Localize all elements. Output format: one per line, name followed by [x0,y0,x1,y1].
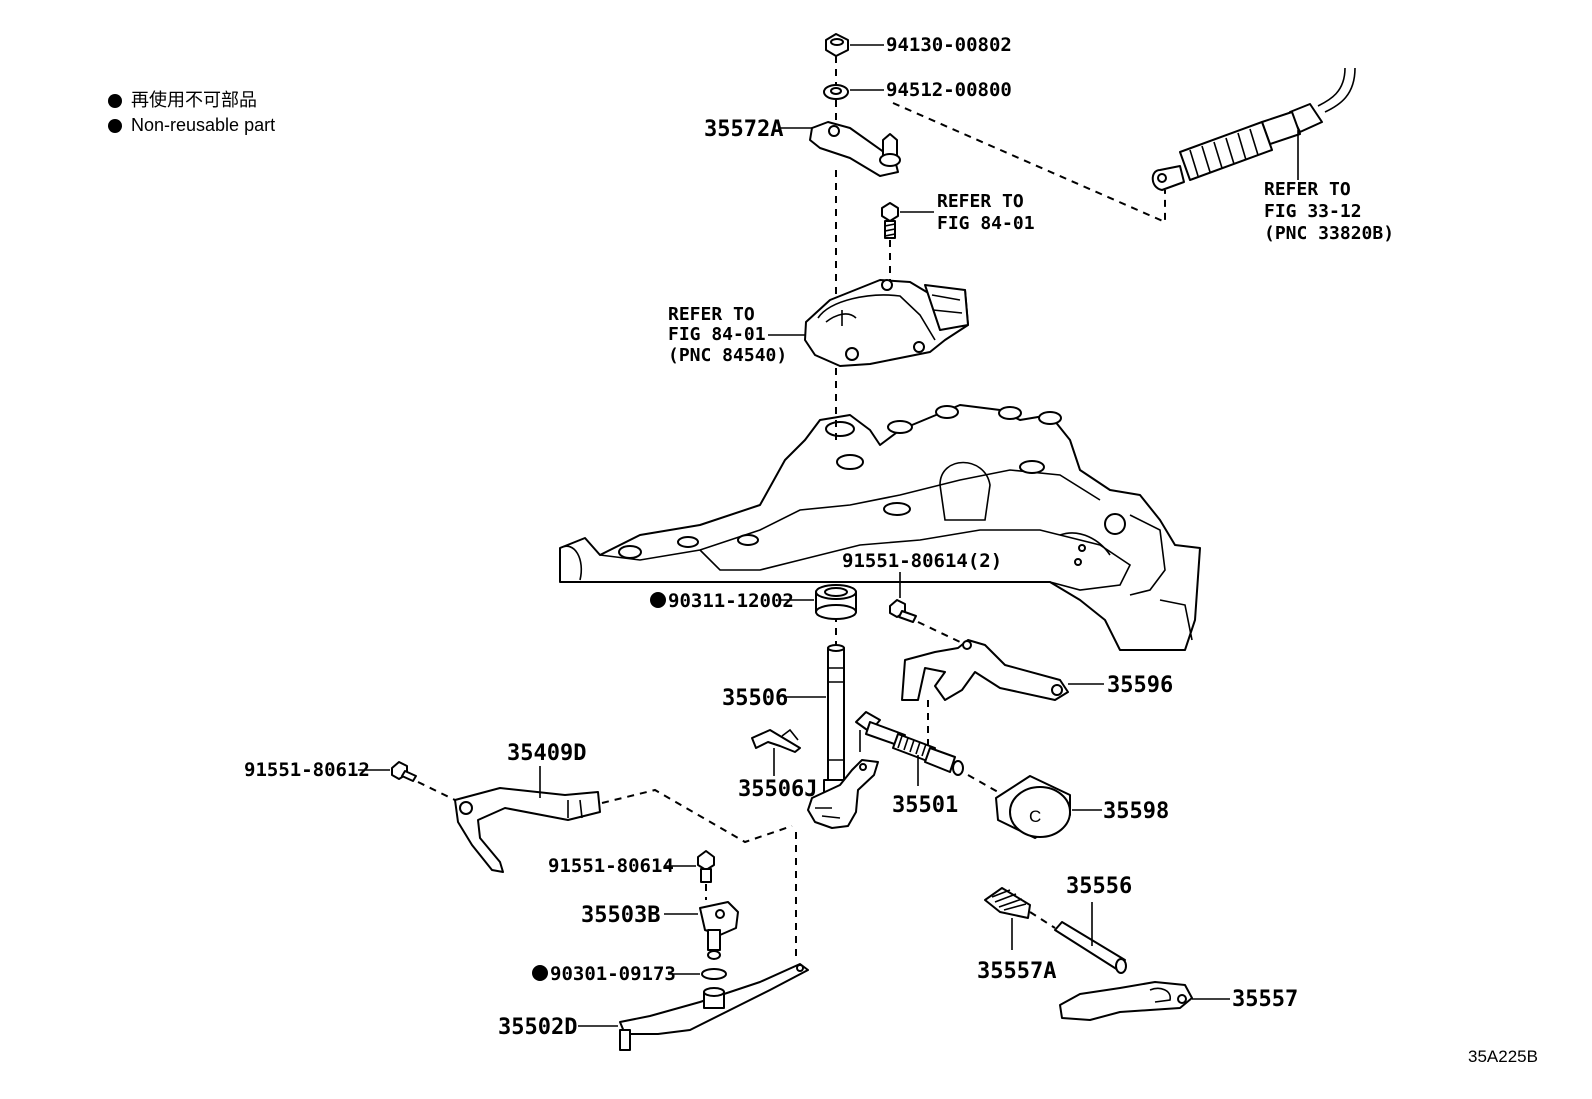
lever-35409d[interactable] [454,787,601,873]
part-label-35557a[interactable]: 35557A [977,959,1056,984]
bracket-35596[interactable] [901,639,1069,701]
part-label-94512-00800[interactable]: 94512-00800 [886,79,1012,101]
bolt-91551-80612[interactable] [391,761,417,782]
part-label-94130-00802[interactable]: 94130-00802 [886,34,1012,56]
ref-label-bolt-line1[interactable]: REFER TO [937,191,1024,212]
legend-en-text: Non-reusable part [131,115,276,135]
part-label-35598[interactable]: 35598 [1103,799,1169,824]
part-label-35409d[interactable]: 35409D [507,741,586,766]
part-label-35557[interactable]: 35557 [1232,987,1298,1012]
ref-label-switch-line1[interactable]: REFER TO [668,304,755,325]
part-label-35501[interactable]: 35501 [892,793,958,818]
part-label-35556[interactable]: 35556 [1066,874,1132,899]
spring-35557a[interactable] [984,887,1031,919]
bolt-fig-84-01[interactable] [881,202,899,239]
legend: 再使用不可部品 Non-reusable part [108,88,275,138]
rod-35501[interactable] [855,711,964,776]
cable-dashed-link [892,102,1166,224]
part-label-90301-09173[interactable]: 90301-09173 [550,963,676,985]
bolt-91551-80614-x2[interactable] [889,599,917,623]
ref-label-cable-line1[interactable]: REFER TO [1264,179,1351,200]
ref-label-bolt-line2[interactable]: FIG 84-01 [937,213,1035,234]
washer-94512[interactable] [823,84,849,100]
part-label-35572a[interactable]: 35572A [704,117,783,142]
pin-35556[interactable] [1054,921,1127,974]
non-reusable-bullet-icon [108,93,122,108]
oil-seal-90311[interactable] [815,584,857,620]
part-label-90311-12002[interactable]: 90311-12002 [668,590,794,612]
shift-cable[interactable] [1151,67,1356,191]
roller-35598[interactable]: C [995,775,1071,839]
part-label-35503b[interactable]: 35503B [581,903,660,928]
ref-label-switch-line3[interactable]: (PNC 84540) [668,345,787,366]
non-reusable-marker-icon [650,592,666,608]
lever-35572a[interactable] [809,121,901,177]
neutral-start-switch[interactable] [804,279,969,367]
bolt-91551-80614[interactable] [697,850,715,883]
roller-marking: C [1029,807,1041,826]
part-label-35502d[interactable]: 35502D [498,1015,577,1040]
nut-94130[interactable] [825,33,849,57]
ref-label-switch-line2[interactable]: FIG 84-01 [668,324,766,345]
part-label-91551-80614-2[interactable]: 91551-80614(2) [842,550,1002,572]
lever-35502d[interactable] [619,963,809,1051]
shaft-35506[interactable] [823,644,849,793]
o-ring-90301[interactable] [701,968,727,980]
ref-label-cable-line2[interactable]: FIG 33-12 [1264,201,1362,222]
part-label-91551-80614[interactable]: 91551-80614 [548,855,674,877]
non-reusable-bullet-icon [108,118,122,133]
part-label-91551-80612[interactable]: 91551-80612 [244,759,370,781]
legend-jp-text: 再使用不可部品 [131,90,257,110]
legend-row-jp: 再使用不可部品 [108,88,275,113]
transmission-case [559,404,1201,651]
part-label-35596[interactable]: 35596 [1107,673,1173,698]
legend-row-en: Non-reusable part [108,113,275,138]
non-reusable-marker-icon [532,965,548,981]
lever-35557[interactable] [1059,981,1193,1021]
ref-label-cable-line3[interactable]: (PNC 33820B) [1264,223,1394,244]
detent-plate[interactable] [807,759,879,829]
part-label-35506[interactable]: 35506 [722,686,788,711]
clip-35506j[interactable] [751,728,801,753]
part-label-35506j[interactable]: 35506J [738,777,817,802]
bracket-35503b[interactable] [699,901,739,960]
illustration-id: 35A225B [1468,1047,1538,1066]
